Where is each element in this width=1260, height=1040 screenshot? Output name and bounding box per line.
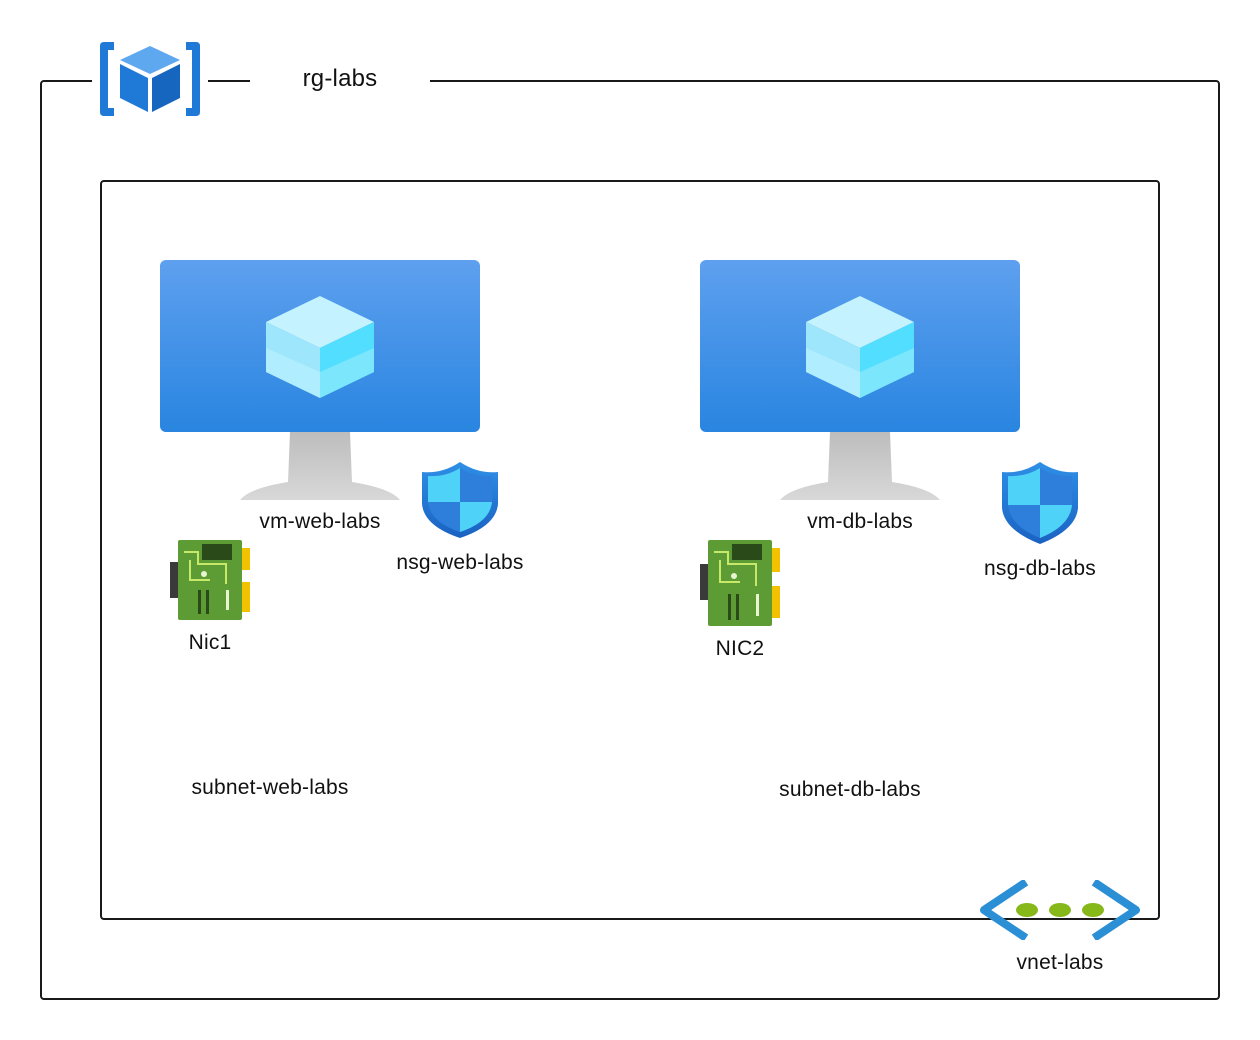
virtual-machine-icon xyxy=(160,260,480,500)
nic2-label: NIC2 xyxy=(715,637,765,660)
network-security-group-icon xyxy=(420,460,500,540)
nsg-web-label: nsg-web-labs xyxy=(396,551,524,574)
subnet-db-label: subnet-db-labs xyxy=(779,778,921,801)
vm-db-label: vm-db-labs xyxy=(807,510,913,533)
network-security-group-icon xyxy=(1000,460,1080,546)
resource-group-icon xyxy=(100,40,200,118)
virtual-machine-icon xyxy=(700,260,1020,500)
resource-group-container xyxy=(40,80,1220,1000)
network-interface-icon xyxy=(170,540,252,622)
rg-title-gap xyxy=(250,70,430,90)
subnet-web-label: subnet-web-labs xyxy=(191,776,349,799)
vnet-container xyxy=(100,180,1160,920)
nic1-label: Nic1 xyxy=(188,631,232,654)
vnet-label: vnet-labs xyxy=(1016,951,1104,974)
vm-web-label: vm-web-labs xyxy=(259,510,381,533)
nsg-db-label: nsg-db-labs xyxy=(984,557,1096,580)
virtual-network-icon xyxy=(980,880,1140,940)
resource-group-title: rg-labs xyxy=(302,65,378,92)
network-interface-icon xyxy=(700,540,782,628)
